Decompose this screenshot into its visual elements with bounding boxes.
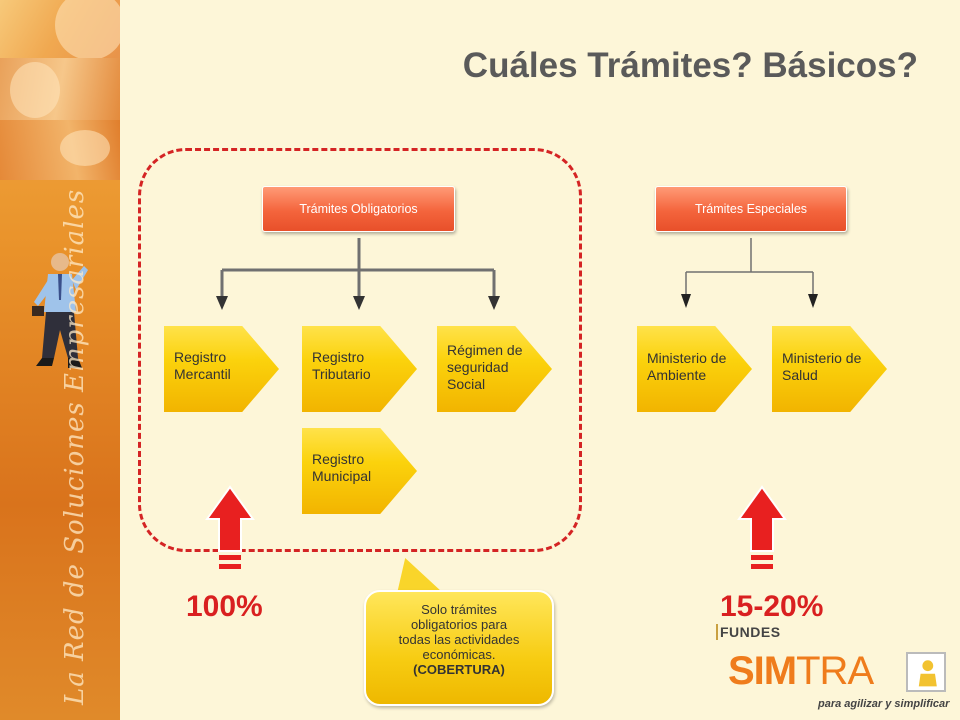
person-logo-icon — [906, 652, 946, 692]
header-obligatorios-label: Trámites Obligatorios — [299, 202, 418, 216]
simtra-tagline: para agilizar y simplificar — [818, 698, 950, 710]
running-businessman-icon — [32, 253, 88, 368]
sidebar-photo-handshake — [0, 120, 120, 180]
simtra-logo-sim: SIM — [728, 648, 797, 693]
callout-line: todas las actividades — [398, 632, 520, 647]
label-registro-municipal: Registro Municipal — [312, 451, 372, 484]
red-up-arrow-icon — [737, 485, 787, 569]
decorative-sidebar: La Red de Soluciones Empresariales — [0, 0, 120, 720]
red-up-arrow-icon — [205, 485, 255, 569]
callout-line: económicas. — [422, 647, 496, 662]
page-title: Cuáles Trámites? Básicos? — [462, 46, 918, 85]
header-tramites-especiales: Trámites Especiales — [655, 186, 847, 232]
coverage-dashed-outline — [138, 148, 582, 552]
header-especiales-label: Trámites Especiales — [694, 202, 808, 216]
callout-line: obligatorios para — [410, 617, 508, 632]
callout-line: Solo trámites — [421, 602, 497, 617]
percent-obligatorios: 100% — [186, 590, 263, 623]
callout-emphasis: (COBERTURA) — [413, 662, 505, 677]
label-ministerio-ambiente: Ministerio de Ambiente — [647, 350, 727, 383]
label-ministerio-salud: Ministerio de Salud — [782, 350, 862, 383]
label-registro-tributario: Registro Tributario — [312, 349, 371, 382]
simtra-logo: SIM TRA — [728, 648, 874, 694]
label-regimen-seguridad-social: Régimen de seguridad Social — [447, 342, 523, 392]
label-registro-mercantil: Registro Mercantil — [174, 349, 231, 382]
sidebar-photo-face — [0, 0, 120, 60]
coverage-callout: Solo trámites obligatorios para todas la… — [364, 590, 554, 706]
sidebar-photo-portrait — [0, 58, 120, 120]
percent-especiales: 15-20% — [720, 590, 824, 623]
fundes-logo: FUNDES — [716, 624, 781, 640]
header-tramites-obligatorios: Trámites Obligatorios — [262, 186, 455, 232]
simtra-logo-tra: TRA — [796, 648, 874, 693]
